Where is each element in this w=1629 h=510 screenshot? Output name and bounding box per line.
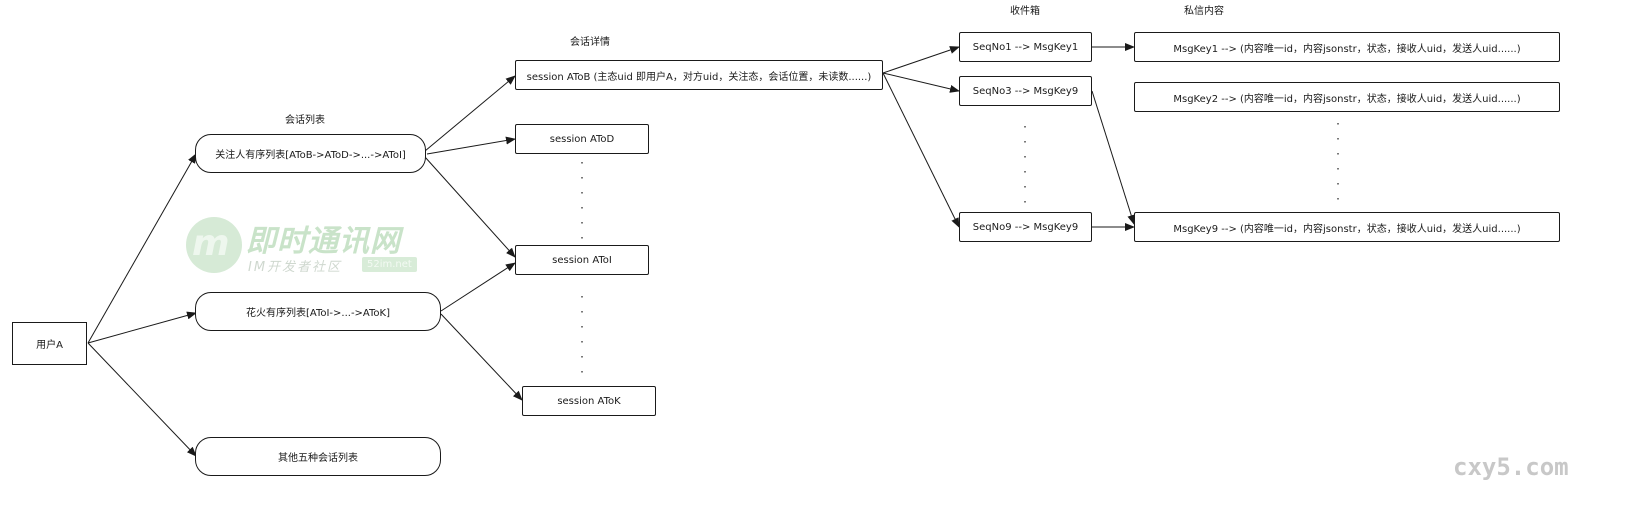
header-message-content: 私信内容	[1184, 6, 1224, 17]
header-session-detail: 会话详情	[570, 37, 610, 48]
inbox-seq9-node: SeqNo9 --> MsgKey9	[959, 212, 1092, 242]
im-watermark-subtitle: IM开发者社区	[248, 260, 343, 275]
ellipsis-sessions-lower: · · · · · ·	[579, 292, 586, 378]
arrow-spark-to-atoi	[440, 262, 516, 312]
arrow-spark-to-atok	[440, 313, 523, 401]
ellipsis-sessions-upper: · · · · · ·	[579, 158, 586, 244]
arrow-atob-to-seq3	[882, 72, 960, 93]
arrow-follow-to-atod	[426, 136, 516, 155]
user-a-node: 用户A	[12, 322, 87, 365]
arrow-user-to-follow-list	[87, 153, 197, 344]
im-watermark-title: 即时通讯网	[246, 224, 401, 259]
im-watermark-site: 52im.net	[362, 257, 417, 272]
session-atob-node: session AToB (主态uid 即用户A，对方uid，关注态，会话位置，…	[515, 60, 883, 90]
session-atoi-node: session AToI	[515, 245, 649, 275]
message-key2-node: MsgKey2 --> (内容唯一id，内容jsonstr，状态，接收人uid，…	[1134, 82, 1560, 112]
follow-ordered-list-node: 关注人有序列表[AToB->AToD->...->AToI]	[195, 134, 426, 173]
ellipsis-inbox: · · · · · ·	[1022, 122, 1029, 208]
arrow-atob-to-seq9	[882, 72, 960, 228]
inbox-seq1-node: SeqNo1 --> MsgKey1	[959, 32, 1092, 62]
inbox-seq3-node: SeqNo3 --> MsgKey9	[959, 76, 1092, 106]
session-atod-node: session AToD	[515, 124, 649, 154]
arrow-user-to-spark-list	[87, 311, 197, 344]
session-atok-node: session AToK	[522, 386, 656, 416]
ellipsis-messages: · · · · · ·	[1335, 119, 1342, 205]
arrow-user-to-other-lists	[87, 342, 197, 457]
arrow-seq3-to-key9	[1091, 90, 1136, 225]
header-inbox: 收件箱	[1010, 6, 1040, 17]
header-session-list: 会话列表	[285, 115, 325, 126]
im-logo-icon: m	[186, 217, 242, 273]
arrow-atob-to-seq1	[882, 46, 960, 74]
arrow-follow-to-atoi	[424, 156, 516, 258]
message-key9-node: MsgKey9 --> (内容唯一id，内容jsonstr，状态，接收人uid，…	[1134, 212, 1560, 242]
corner-watermark: cxy5.com	[1453, 453, 1569, 481]
arrow-follow-to-atob	[424, 75, 516, 152]
message-key1-node: MsgKey1 --> (内容唯一id，内容jsonstr，状态，接收人uid，…	[1134, 32, 1560, 62]
spark-ordered-list-node: 花火有序列表[AToI->...->AToK]	[195, 292, 441, 331]
other-session-lists-node: 其他五种会话列表	[195, 437, 441, 476]
